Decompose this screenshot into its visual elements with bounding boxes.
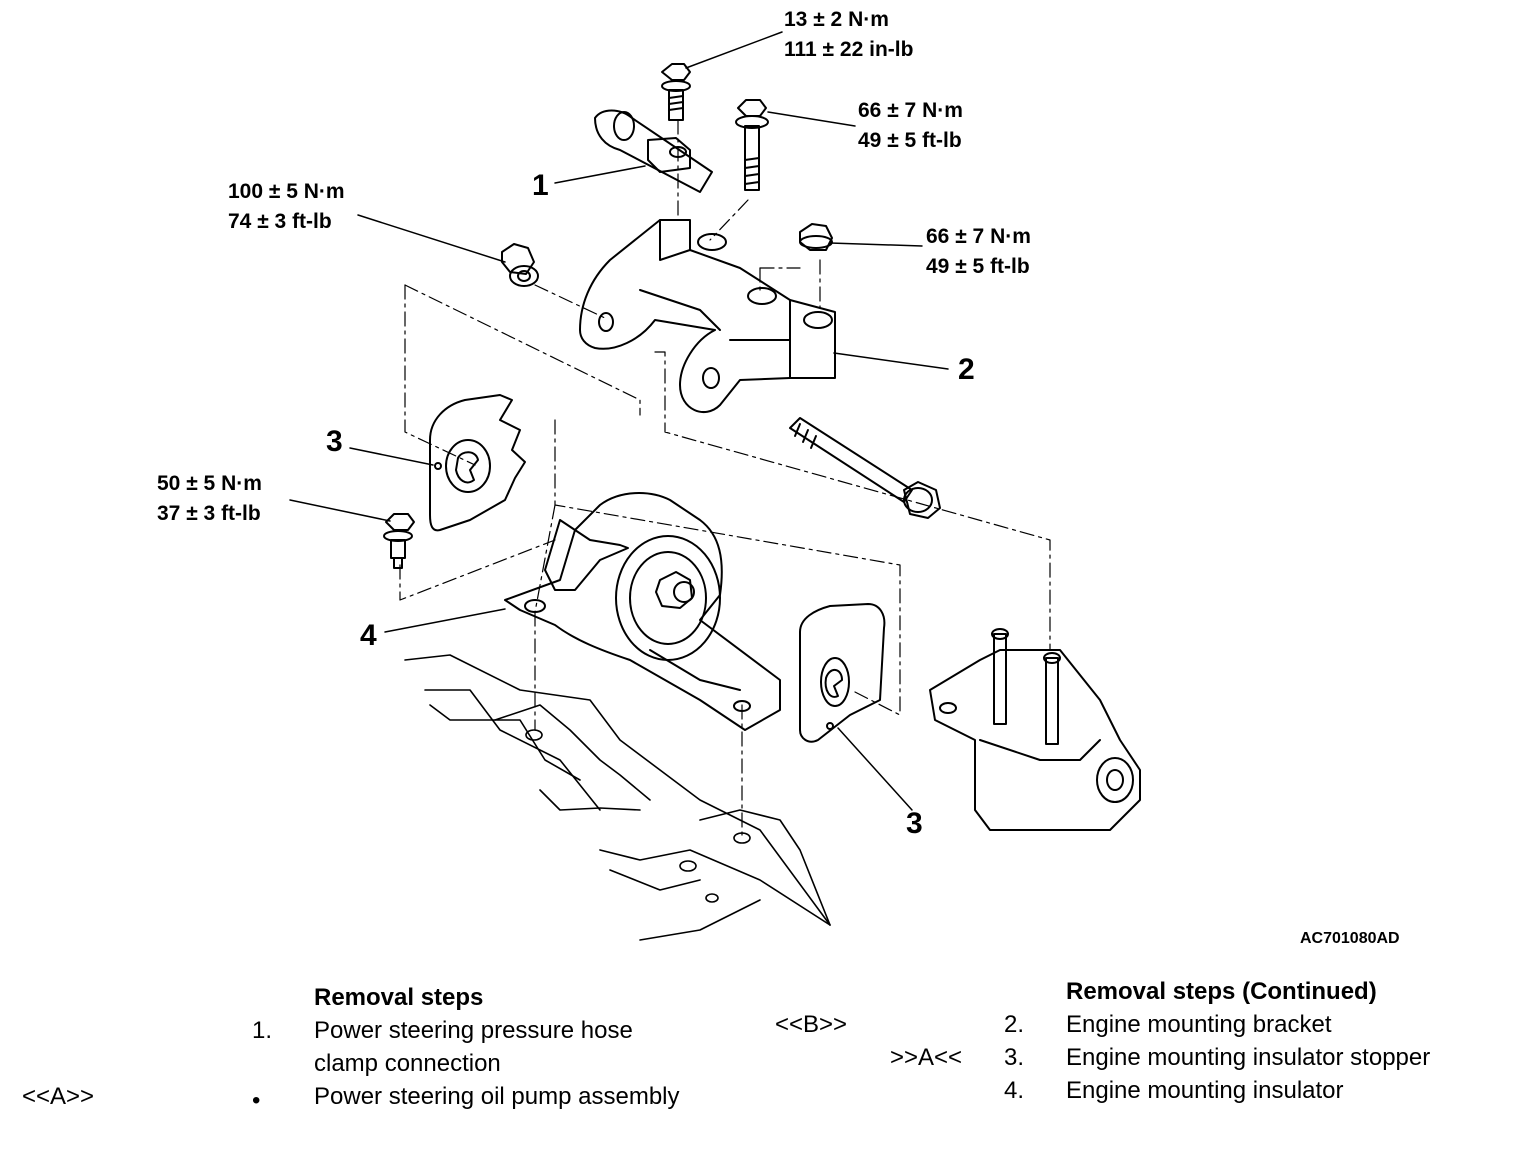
callout-3-lower: 3	[906, 807, 923, 840]
engine-side-bracket	[929, 628, 1141, 831]
legend-right-item3-text: Engine mounting insulator stopper	[1066, 1044, 1431, 1071]
callout-4: 4	[360, 619, 377, 652]
legend-right-item2-number: 2.	[1004, 1011, 1025, 1038]
nut-100nm	[501, 243, 539, 287]
torque-imperial: 74 ± 3 ft-lb	[228, 210, 332, 233]
bolt-50nm	[383, 513, 415, 569]
torque-imperial: 37 ± 3 ft-lb	[157, 502, 261, 525]
engine-mounting-insulator	[504, 492, 781, 731]
insulator-stopper-upper	[429, 394, 526, 532]
callout-1: 1	[532, 169, 549, 202]
torque-label-bolt-clamp: 13 ± 2 N·m 111 ± 22 in-lb	[784, 5, 913, 65]
hose-clamp-part	[594, 109, 713, 193]
torque-imperial: 111 ± 22 in-lb	[784, 38, 914, 61]
torque-label-bolt-small: 50 ± 5 N·m 37 ± 3 ft-lb	[157, 469, 262, 529]
engine-mounting-bracket	[579, 219, 836, 414]
callout-3-upper: 3	[326, 425, 343, 458]
legend-right-heading: Removal steps (Continued)	[1066, 978, 1377, 1005]
torque-nm: 100 ± 5 N·m	[228, 180, 345, 203]
torque-imperial: 49 ± 5 ft-lb	[858, 129, 962, 152]
torque-nm: 50 ± 5 N·m	[157, 472, 262, 495]
legend-right-item3-mark: >>A<<	[890, 1044, 963, 1071]
leader-lines	[289, 31, 949, 811]
legend-right-item2-mark: <<B>>	[775, 1011, 848, 1038]
torque-nm: 66 ± 7 N·m	[926, 225, 1031, 248]
torque-label-nut-large: 100 ± 5 N·m 74 ± 3 ft-lb	[228, 177, 345, 237]
legend-left-item1-line1: Power steering pressure hose	[314, 1017, 633, 1044]
figure-id: AC701080AD	[1300, 930, 1400, 947]
torque-label-bolt-long: 66 ± 7 N·m 49 ± 5 ft-lb	[858, 96, 963, 156]
legend-left-item1-line2: clamp connection	[314, 1050, 501, 1077]
legend-left-item2-mark: <<A>>	[22, 1083, 95, 1110]
bolt-13nm	[661, 63, 691, 121]
callout-2: 2	[958, 353, 975, 386]
legend-left-item2-bullet: •	[252, 1087, 261, 1114]
legend-right-item4-text: Engine mounting insulator	[1066, 1077, 1344, 1104]
legend-right-item2-text: Engine mounting bracket	[1066, 1011, 1332, 1038]
bolt-66nm-long	[735, 99, 769, 191]
insulator-stopper-lower	[799, 603, 886, 743]
through-bolt	[789, 417, 941, 519]
legend-right-item4-number: 4.	[1004, 1077, 1025, 1104]
legend-left-item1-number: 1.	[252, 1017, 273, 1044]
torque-imperial: 49 ± 5 ft-lb	[926, 255, 1030, 278]
torque-nm: 13 ± 2 N·m	[784, 8, 889, 31]
torque-nm: 66 ± 7 N·m	[858, 99, 963, 122]
torque-label-nut-small: 66 ± 7 N·m 49 ± 5 ft-lb	[926, 222, 1031, 282]
nut-66nm	[799, 223, 833, 251]
legend-right-item3-number: 3.	[1004, 1044, 1025, 1071]
legend-left-heading: Removal steps	[314, 984, 484, 1011]
vehicle-body-member	[404, 654, 831, 941]
legend-left-item2-text: Power steering oil pump assembly	[314, 1083, 680, 1110]
